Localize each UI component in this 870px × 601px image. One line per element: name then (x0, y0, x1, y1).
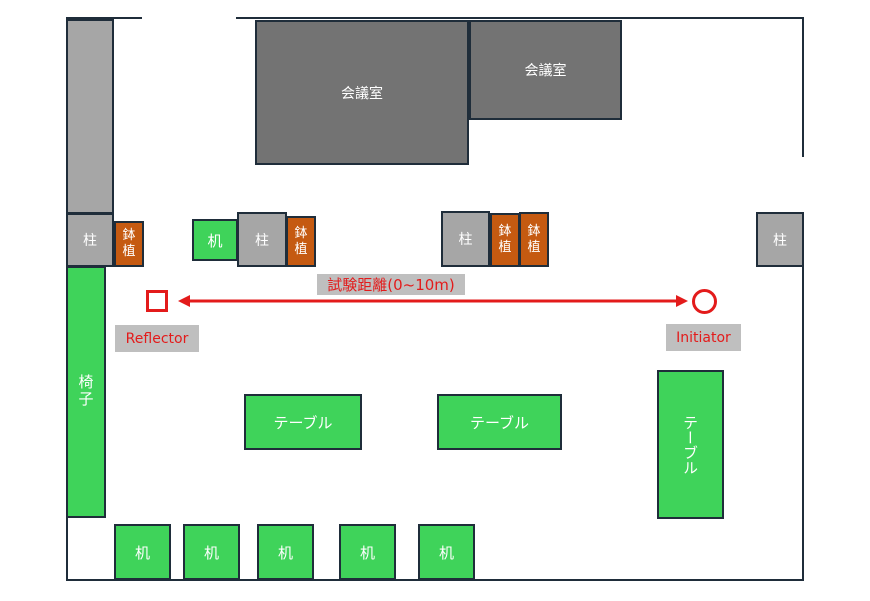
desk-top-label: 机 (207, 231, 223, 250)
table-2: テーブル (437, 394, 562, 450)
wall-top-left (66, 17, 142, 19)
desk-bottom-3: 机 (257, 524, 314, 580)
table-2-label: テーブル (469, 413, 530, 432)
pillar-2: 柱 (237, 212, 287, 267)
distance-label: 試験距離(0~10m) (317, 274, 465, 295)
desk-bottom-4: 机 (339, 524, 396, 580)
wall-bottom (66, 579, 804, 581)
desk-bottom-2: 机 (183, 524, 240, 580)
desk-bottom-5: 机 (418, 524, 475, 580)
desk-bottom-2-label: 机 (203, 543, 219, 562)
chair-label: 椅子 (76, 374, 95, 408)
desk-bottom-1-label: 机 (134, 543, 150, 562)
desk-bottom-3-label: 机 (277, 543, 293, 562)
table-1-label: テーブル (273, 413, 333, 432)
wall-right-lower (802, 266, 804, 581)
table-3-label: テーブル (681, 414, 699, 475)
potted-plant-1: 鉢植 (114, 221, 144, 267)
reflector-label-text: Reflector (125, 330, 189, 347)
pillar-3-label: 柱 (458, 232, 473, 248)
table-3: テーブル (657, 370, 724, 519)
potted-plant-3-label: 鉢植 (498, 224, 512, 255)
potted-plant-2-label: 鉢植 (294, 225, 308, 257)
pillar-2-label: 柱 (255, 232, 269, 249)
distance-label-text: 試験距離(0~10m) (327, 276, 455, 294)
meeting-room-1-label: 会議室 (341, 85, 383, 102)
reflector-marker (146, 290, 168, 312)
pillar-4-label: 柱 (773, 232, 787, 249)
initiator-marker (692, 289, 717, 314)
pillar-1-label: 柱 (83, 233, 97, 249)
wall-top-right (236, 17, 804, 19)
potted-plant-3: 鉢植 (490, 213, 520, 267)
wall-right-upper (802, 17, 804, 157)
pillar-3: 柱 (441, 211, 490, 267)
potted-plant-4: 鉢植 (519, 212, 549, 267)
desk-bottom-4-label: 机 (359, 543, 375, 562)
meeting-room-2-label: 会議室 (524, 63, 567, 79)
potted-plant-2: 鉢植 (286, 216, 316, 267)
left-column (66, 19, 114, 214)
chair: 椅子 (66, 266, 106, 518)
reflector-label: Reflector (115, 325, 199, 352)
initiator-label-text: Initiator (676, 329, 731, 346)
potted-plant-1-label: 鉢植 (122, 228, 136, 259)
desk-top: 机 (192, 219, 238, 261)
pillar-1: 柱 (66, 213, 114, 267)
meeting-room-1: 会議室 (255, 20, 469, 165)
initiator-label: Initiator (666, 324, 741, 351)
pillar-4: 柱 (756, 212, 804, 267)
desk-bottom-5-label: 机 (438, 543, 454, 562)
meeting-room-2: 会議室 (469, 20, 622, 120)
table-1: テーブル (244, 394, 362, 450)
desk-bottom-1: 机 (114, 524, 171, 580)
potted-plant-4-label: 鉢植 (527, 223, 541, 255)
distance-arrow (178, 295, 688, 307)
